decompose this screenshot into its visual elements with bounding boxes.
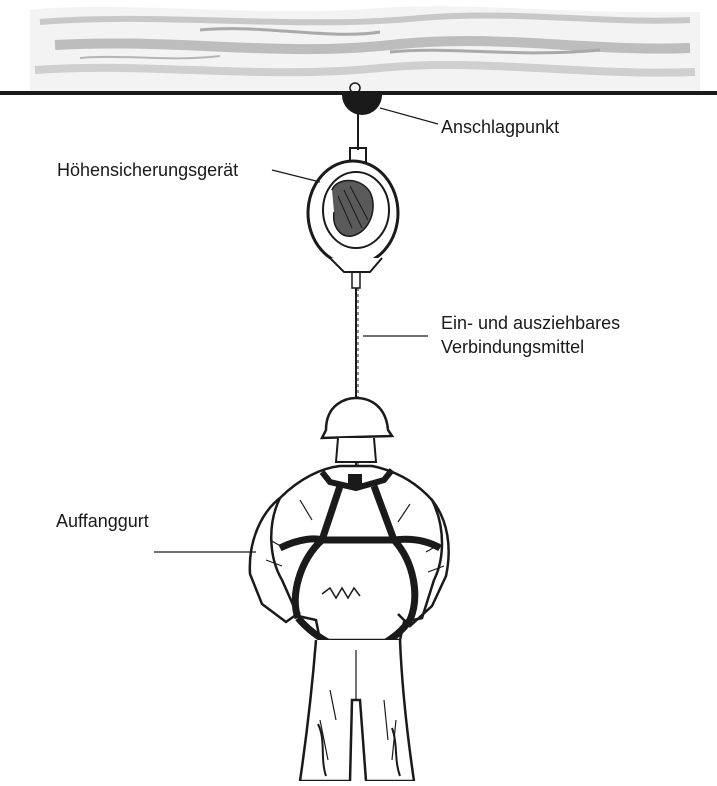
anchor-point-label: Anschlagpunkt	[441, 115, 559, 139]
harness-label: Auffanggurt	[56, 509, 149, 533]
connector-label: Ein- und ausziehbares Verbindungsmittel	[441, 311, 620, 359]
worker-figure	[250, 398, 449, 781]
fall-arrester-device	[308, 148, 398, 272]
anchor-leader-line	[380, 108, 438, 124]
fall-arrester-label: Höhensicherungsgerät	[57, 158, 238, 182]
helmet	[322, 398, 392, 438]
connector-label-line2: Verbindungsmittel	[441, 335, 620, 359]
device-leader-line	[272, 170, 320, 182]
connector-label-line1: Ein- und ausziehbares	[441, 311, 620, 335]
ceiling-structure	[30, 6, 700, 92]
